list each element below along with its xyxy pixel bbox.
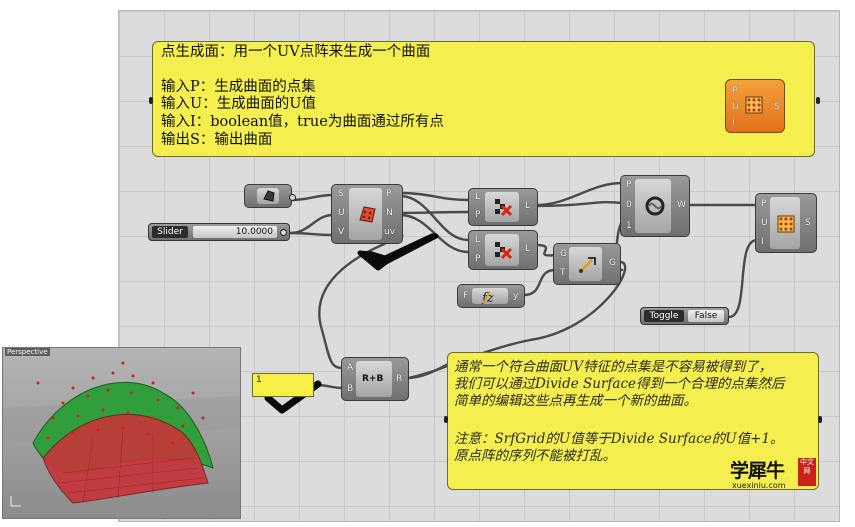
divide-surface-icon (359, 206, 376, 223)
function-output-y: y (513, 291, 519, 301)
value-panel[interactable]: 1 (252, 373, 314, 397)
divide-input-s: S (338, 189, 344, 199)
weave-icon (645, 196, 665, 216)
viewport-title[interactable]: Perspective (5, 348, 50, 356)
svg-text:fz: fz (481, 291, 494, 306)
note-bottom-line-5: 原点阵的序列不能被打乱。 (454, 448, 616, 464)
surface-param-component[interactable] (244, 184, 296, 208)
move-output-g: G (609, 258, 616, 268)
srfgrid-input-p: P (761, 199, 767, 209)
weave-output-w: W (677, 200, 686, 210)
cull-pattern-icon (495, 199, 513, 217)
cull2-input-p: P (475, 254, 481, 264)
divide-output-p: P (386, 189, 392, 199)
note-bottom-line-4: 注意：SrfGrid的U值等于Divide Surface的U值+1。 (454, 431, 784, 447)
note-bottom-line-1: 通常一个符合曲面UV特征的点集是不容易被得到了， (454, 359, 773, 375)
addition-component[interactable]: A B R+B R (341, 357, 409, 401)
srfgrid-output-s: S (805, 218, 811, 228)
legend-input-u: U (732, 102, 739, 112)
slider-track[interactable]: 10.0000 (193, 226, 277, 238)
toggle-value[interactable]: False (688, 310, 724, 322)
surface-grid-icon (777, 215, 795, 233)
divide-input-u: U (338, 208, 345, 218)
srfgrid-component[interactable]: P U I S (755, 193, 817, 253)
watermark-url: xuexiniu.com (732, 481, 786, 490)
weave-component[interactable]: P 0 1 W (620, 175, 690, 237)
note-grip-right[interactable] (816, 97, 820, 104)
watermark-stamp: 中文网 (798, 458, 816, 486)
cull1-input-p: P (475, 210, 481, 220)
note-top-line-s: 输出S：输出曲面 (161, 132, 273, 148)
surface-grid-icon (745, 96, 763, 114)
note-bottom-grip-left[interactable] (444, 416, 448, 423)
note-top: 点生成面：用一个UV点阵来生成一个曲面 输入P：生成曲面的点集 输入U：生成曲面… (152, 41, 815, 157)
weave-input-0: 0 (626, 200, 632, 210)
cull-pattern-component-2[interactable]: L P L (468, 230, 538, 270)
toggle-caption: Toggle (644, 310, 684, 322)
note-bottom-line-2: 我们可以通过Divide Surface得到一个合理的点集然后 (454, 376, 785, 392)
surface-icon (263, 190, 275, 202)
cull-pattern-component-1[interactable]: L P L (468, 188, 538, 226)
note-top-title: 点生成面：用一个UV点阵来生成一个曲面 (161, 44, 431, 60)
weave-input-1: 1 (626, 221, 632, 231)
divide-output-n: N (386, 208, 393, 218)
legend-output-s: S (774, 102, 780, 112)
divide-surface-component[interactable]: S U V P N uv (331, 184, 403, 244)
note-top-line-i: 输入I：boolean值，true为曲面通过所有点 (161, 114, 444, 130)
cull2-input-l: L (475, 235, 481, 245)
srfgrid-legend-component: P U I S (725, 79, 785, 133)
addition-operator: R+B (362, 374, 384, 384)
cull-pattern-icon (495, 242, 513, 260)
surface-param-output[interactable] (289, 194, 296, 201)
rhino-perspective-viewport[interactable]: Perspective (2, 347, 241, 519)
note-bottom-grip-right[interactable] (818, 416, 822, 423)
note-top-line-u: 输入U：生成曲面的U值 (161, 96, 316, 112)
cull1-input-l: L (475, 192, 481, 202)
addition-output-r: R (396, 374, 403, 384)
legend-input-p: P (732, 86, 738, 96)
slider-caption: Slider (152, 226, 188, 238)
note-grip-left[interactable] (149, 97, 153, 104)
note-top-line-p: 输入P：生成曲面的点集 (161, 79, 316, 95)
viewport-render (3, 348, 240, 518)
divide-output-uv: uv (384, 227, 396, 237)
srfgrid-input-i: I (761, 237, 764, 247)
note-bottom-line-3: 简单的编辑这些点再生成一个新的曲面。 (454, 393, 697, 409)
watermark-logo: 学犀牛 中文网 xuexiniu.com (728, 456, 820, 492)
addition-input-b: B (347, 384, 354, 394)
cull2-output-l: L (525, 244, 531, 254)
legend-input-i: I (732, 118, 735, 128)
note-bottom: 通常一个符合曲面UV特征的点集是不容易被得到了， 我们可以通过Divide Su… (447, 352, 819, 490)
number-slider[interactable]: Slider 10.0000 (148, 223, 290, 241)
move-input-g: G (560, 249, 567, 259)
move-input-t: T (560, 268, 566, 278)
function-component[interactable]: F y fz (457, 284, 525, 308)
move-icon (578, 257, 596, 274)
addition-input-a: A (347, 363, 354, 373)
watermark-brand: 学犀牛 (730, 460, 785, 482)
function-icon: fz (481, 291, 494, 306)
weave-input-p: P (626, 180, 632, 190)
move-component[interactable]: G T G (553, 243, 621, 285)
function-input-f: F (463, 291, 469, 301)
slider-output[interactable] (280, 229, 287, 236)
cull1-output-l: L (525, 201, 531, 211)
srfgrid-input-u: U (761, 218, 768, 228)
boolean-toggle[interactable]: Toggle False (640, 307, 729, 325)
divide-input-v: V (338, 227, 345, 237)
